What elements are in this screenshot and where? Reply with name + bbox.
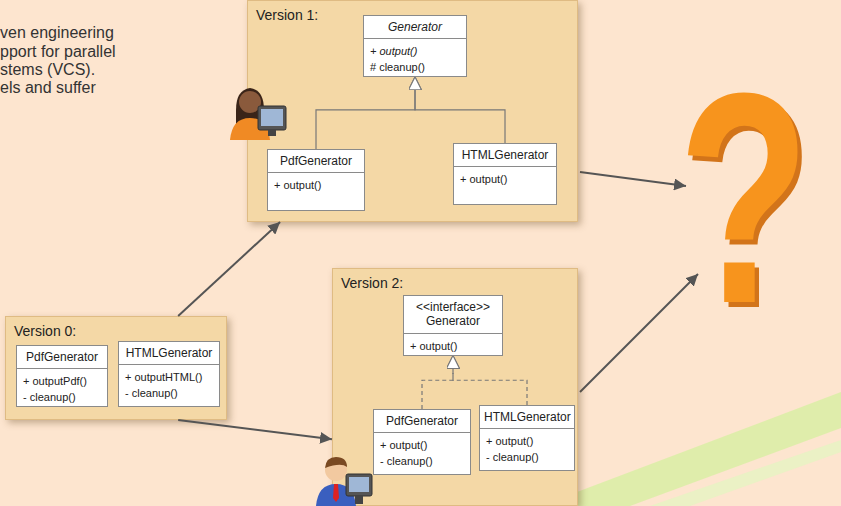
intro-text: els and suffer xyxy=(0,79,96,97)
class-box: HTMLGenerator + output()- cleanup() xyxy=(479,405,575,471)
class-name: PdfGenerator xyxy=(374,410,470,433)
green-stripe xyxy=(540,392,841,506)
screen xyxy=(261,109,283,126)
class-box: HTMLGenerator + outputHTML()- cleanup() xyxy=(118,341,220,407)
monitor-stand xyxy=(355,496,363,504)
class-name: HTMLGenerator xyxy=(454,144,556,167)
evolution-arrow xyxy=(178,222,280,316)
screen xyxy=(349,477,369,492)
class-member: - cleanup() xyxy=(119,386,219,402)
class-member: - cleanup() xyxy=(17,390,107,406)
version-title: Version 2: xyxy=(341,275,403,291)
class-member: + outputPdf() xyxy=(17,374,107,390)
version-title: Version 0: xyxy=(14,323,76,339)
developer-man xyxy=(316,457,372,506)
class-box: PdfGenerator + outputPdf()- cleanup() xyxy=(16,345,108,407)
class-member: + output() xyxy=(404,339,502,355)
class-name: <<interface>> Generator xyxy=(404,296,502,334)
intro-text: ven engineering xyxy=(0,24,114,42)
version-title: Version 1: xyxy=(256,7,318,23)
version-panel: Version 1:Generator+ output()# cleanup()… xyxy=(247,0,578,222)
class-member: + output() xyxy=(480,434,574,450)
developer-woman xyxy=(230,88,286,140)
inheritance-link xyxy=(453,356,527,405)
monitor-stand xyxy=(268,130,276,136)
tie xyxy=(333,484,339,502)
class-member: + outputHTML() xyxy=(119,370,219,386)
class-member: + output() xyxy=(454,172,556,188)
evolution-arrow xyxy=(178,420,332,439)
class-member: - cleanup() xyxy=(480,450,574,466)
class-name: PdfGenerator xyxy=(268,150,364,173)
monitor xyxy=(346,474,372,496)
version-panel: Version 2:<<interface>> Generator + outpu… xyxy=(332,268,578,506)
class-box: PdfGenerator + output() xyxy=(267,149,365,211)
version-panel: Version 0:PdfGenerator+ outputPdf()- cle… xyxy=(5,316,227,420)
class-member: # cleanup() xyxy=(364,60,466,76)
merge-arrow xyxy=(580,172,686,186)
inheritance-link xyxy=(415,77,505,143)
class-box: HTMLGenerator + output() xyxy=(453,143,557,205)
intro-text: pport for parallel xyxy=(0,43,116,61)
monitor xyxy=(258,106,286,130)
class-member: + output() xyxy=(364,44,466,60)
class-member: + output() xyxy=(374,438,470,454)
green-stripe xyxy=(650,440,841,506)
question-mark: ? xyxy=(678,48,810,348)
class-member: - cleanup() xyxy=(374,454,470,470)
hair xyxy=(325,457,347,468)
class-box: PdfGenerator + output()- cleanup() xyxy=(373,409,471,475)
intro-text: stems (VCS). xyxy=(0,61,95,79)
inheritance-link xyxy=(422,356,453,409)
inheritance-link xyxy=(316,77,415,149)
class-name: Generator xyxy=(364,16,466,39)
class-box: <<interface>> Generator + output() xyxy=(403,295,503,356)
class-name: PdfGenerator xyxy=(17,346,107,369)
class-box: Generator + output()# cleanup() xyxy=(363,15,467,77)
class-name: HTMLGenerator xyxy=(119,342,219,365)
class-name: HTMLGenerator xyxy=(480,406,574,429)
class-member: + output() xyxy=(268,178,364,194)
